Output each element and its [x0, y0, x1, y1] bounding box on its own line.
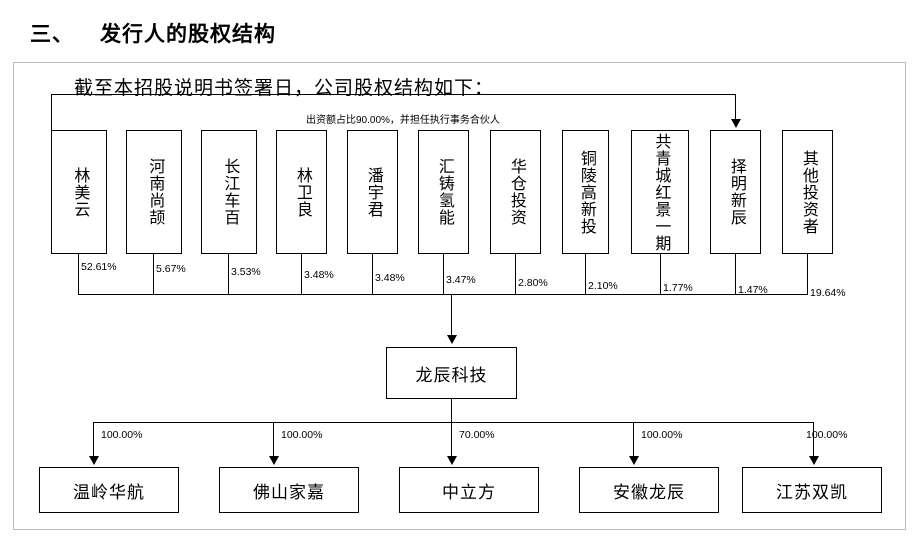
connector-drop-1 — [153, 254, 154, 294]
page-title-number: 三、 — [30, 23, 74, 46]
shareholder-percent-4: 3.48% — [375, 272, 405, 284]
connector-sub-drop-0 — [93, 422, 94, 458]
shareholder-box-2: 长江车百 — [201, 130, 257, 254]
subsidiary-percent-3: 100.00% — [641, 429, 683, 441]
connector-sub-drop-4 — [813, 422, 814, 458]
page-title: 三、 发行人的股权结构 — [30, 18, 276, 48]
arrow-partner — [731, 119, 741, 128]
subsidiary-box-0: 温岭华航 — [39, 467, 179, 513]
connector-drop-2 — [228, 254, 229, 294]
connector-sub-drop-3 — [633, 422, 634, 458]
shareholder-box-7: 铜陵高新投 — [562, 130, 609, 254]
connector-drop-10 — [807, 254, 808, 294]
shareholder-label-4: 潘宇君 — [364, 166, 382, 218]
subsidiary-box-4: 江苏双凯 — [742, 467, 882, 513]
arrow-sub-0 — [89, 456, 99, 465]
connector-bus-top — [78, 294, 808, 295]
shareholder-percent-7: 2.10% — [588, 280, 618, 292]
connector-drop-0 — [78, 254, 79, 294]
shareholder-percent-5: 3.47% — [446, 274, 476, 286]
shareholder-box-6: 华仓投资 — [490, 130, 541, 254]
shareholder-label-6: 华仓投资 — [507, 158, 525, 226]
page-title-text: 发行人的股权结构 — [100, 23, 276, 46]
arrow-sub-3 — [629, 456, 639, 465]
shareholder-box-9: 择明新辰 — [710, 130, 761, 254]
company-box: 龙辰科技 — [386, 347, 517, 399]
shareholder-box-3: 林卫良 — [276, 130, 327, 254]
shareholder-label-3: 林卫良 — [293, 166, 311, 218]
shareholder-label-8: 共青城红景一期 — [652, 132, 670, 252]
arrow-sub-2 — [447, 456, 457, 465]
subsidiary-box-2: 中立方 — [399, 467, 539, 513]
shareholder-label-0: 林美云 — [71, 166, 89, 218]
connector-bus-bottom — [93, 422, 813, 423]
shareholder-label-5: 汇铸氢能 — [435, 158, 453, 226]
subsidiary-box-1: 佛山家嘉 — [219, 467, 359, 513]
subsidiary-percent-0: 100.00% — [101, 429, 143, 441]
shareholder-percent-6: 2.80% — [518, 277, 548, 289]
connector-partner-left — [51, 94, 52, 130]
shareholder-box-5: 汇铸氢能 — [418, 130, 469, 254]
shareholder-percent-2: 3.53% — [231, 266, 261, 278]
subsidiary-percent-2: 70.00% — [459, 429, 495, 441]
connector-drop-7 — [585, 254, 586, 294]
connector-drop-5 — [443, 254, 444, 294]
connector-partner-right — [735, 94, 736, 119]
shareholder-box-1: 河南尚颉 — [126, 130, 182, 254]
shareholder-percent-8: 1.77% — [663, 282, 693, 294]
arrow-to-company — [447, 335, 457, 344]
connector-drop-3 — [301, 254, 302, 294]
arrow-sub-4 — [809, 456, 819, 465]
connector-sub-drop-2 — [451, 422, 452, 458]
shareholder-box-4: 潘宇君 — [347, 130, 398, 254]
chart-title: 截至本招股说明书签署日，公司股权结构如下： — [74, 78, 495, 99]
connector-drop-8 — [660, 254, 661, 294]
shareholder-label-10: 其他投资者 — [799, 149, 817, 235]
shareholder-percent-9: 1.47% — [738, 284, 768, 296]
shareholder-percent-3: 3.48% — [304, 269, 334, 281]
connector-drop-9 — [735, 254, 736, 294]
shareholder-label-7: 铜陵高新投 — [577, 149, 595, 235]
shareholder-box-10: 其他投资者 — [782, 130, 833, 254]
shareholder-percent-10: 19.64% — [810, 287, 846, 299]
connector-company-down — [451, 399, 452, 422]
subsidiary-box-3: 安徽龙辰 — [579, 467, 719, 513]
shareholder-percent-1: 5.67% — [156, 263, 186, 275]
ownership-chart: 截至本招股说明书签署日，公司股权结构如下： 出资额占比90.00%，并担任执行事… — [13, 62, 906, 530]
arrow-sub-1 — [269, 456, 279, 465]
shareholder-box-0: 林美云 — [51, 130, 107, 254]
connector-to-company — [451, 294, 452, 338]
connector-partner-horizontal — [51, 94, 736, 95]
connector-drop-4 — [372, 254, 373, 294]
connector-sub-drop-1 — [273, 422, 274, 458]
connector-drop-6 — [515, 254, 516, 294]
chart-note: 出资额占比90.00%，并担任执行事务合伙人 — [306, 115, 500, 126]
shareholder-label-1: 河南尚颉 — [146, 158, 164, 226]
shareholder-label-9: 择明新辰 — [727, 158, 745, 226]
subsidiary-percent-1: 100.00% — [281, 429, 323, 441]
shareholder-box-8: 共青城红景一期 — [631, 130, 689, 254]
subsidiary-percent-4: 100.00% — [806, 429, 848, 441]
shareholder-percent-0: 52.61% — [81, 261, 117, 273]
shareholder-label-2: 长江车百 — [221, 158, 239, 226]
